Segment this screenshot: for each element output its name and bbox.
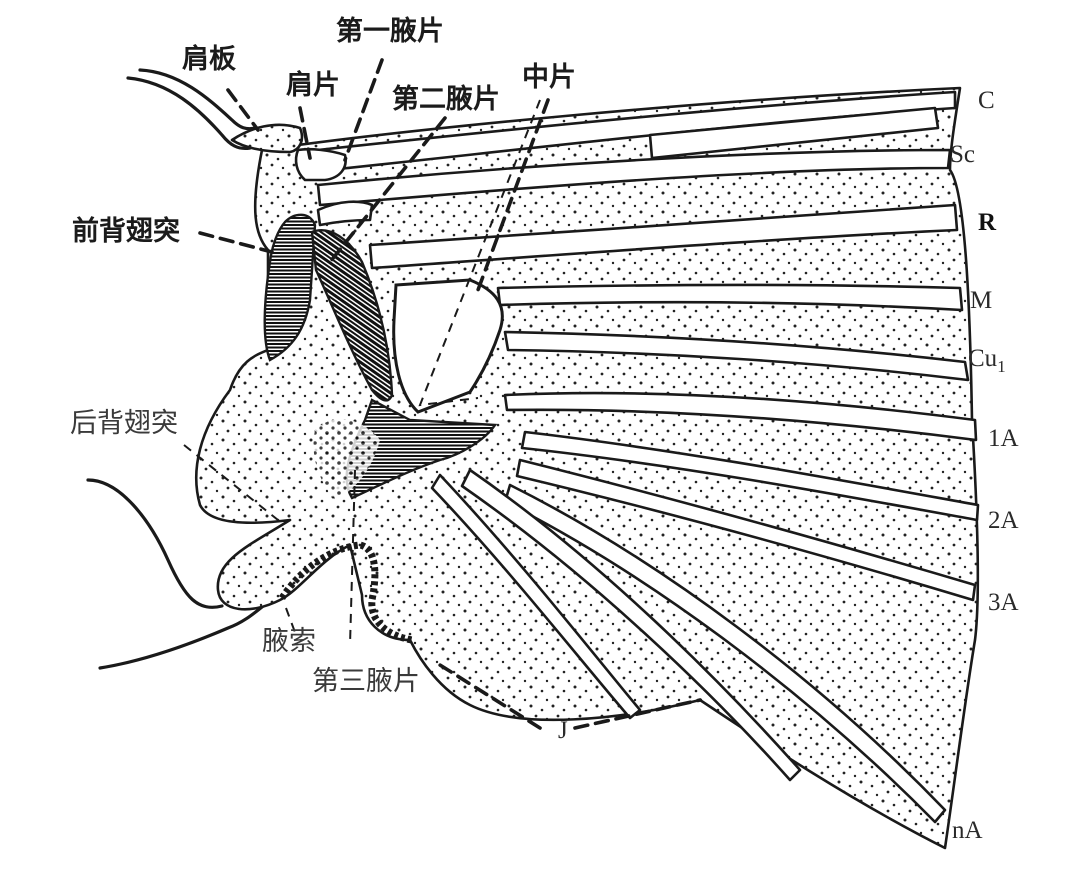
label-jianban: 肩板 [182,44,236,75]
leader-jianpian [298,106,312,160]
wing-membrane [194,86,980,850]
leader-di-yi-yepian [343,58,384,162]
median-plate [392,278,504,414]
vein-label-na: nA [952,817,983,844]
vein-m [496,283,964,312]
first-axillary [316,200,374,227]
vein-c [298,90,957,174]
vein-cu1 [503,330,970,382]
leader-yesuo [285,607,297,636]
vein-label-cu1-text: Cu [968,345,998,372]
vein-label-j: J [558,717,568,744]
label-qian-bei-chitu: 前背翅突 [72,216,180,247]
humeral-plate [294,147,347,182]
vein-na-2 [460,468,802,782]
tegula-plate [230,123,304,154]
posterior-notal-dense [313,419,380,500]
label-zhongpian: 中片 [522,62,576,93]
vein-label-cu1: Cu1 [968,346,1006,375]
label-di-san-yepian: 第三腋片 [312,666,420,697]
label-di-yi-yepian: 第一腋片 [336,16,444,47]
axillary-cord [279,541,413,644]
vein-label-cu1-sub: 1 [997,357,1006,376]
vein-jugal [430,473,642,720]
leader-jugal [438,663,542,730]
label-hou-bei-chitu: 后背翅突 [70,408,178,439]
leader-di-san-yepian [349,469,356,646]
vein-3a [515,458,977,602]
vein-label-1a: 1A [988,425,1019,452]
label-yesuo: 腋索 [262,626,316,657]
thorax-contour-lower [86,478,224,609]
leader-zhongpian [476,98,550,292]
leader-jianban [226,88,260,132]
vein-na [503,483,947,824]
vein-r [368,203,959,270]
leader-qian-bei-chitu [198,231,274,254]
leader-di-er-yepian [328,116,447,264]
vein-sc-bar [648,106,940,160]
vein-1a [503,391,978,442]
vein-label-r: R [978,209,997,236]
vein-label-2a: 2A [988,507,1019,534]
leader-zhongpian-2 [418,99,541,407]
thorax-contour-top [126,76,252,151]
vein-label-3a: 3A [988,589,1019,616]
leader-hou-bei-chitu [183,444,279,521]
label-di-er-yepian: 第二腋片 [392,84,500,115]
vein-label-sc: Sc [950,141,975,168]
vein-label-c: C [978,87,995,114]
vein-2a [520,430,980,522]
thorax-contour-top-2 [138,68,258,131]
vein-label-m: M [970,287,993,314]
label-jianpian: 肩片 [286,70,340,101]
leader-jugal-2 [573,698,702,730]
second-axillary [310,229,394,402]
